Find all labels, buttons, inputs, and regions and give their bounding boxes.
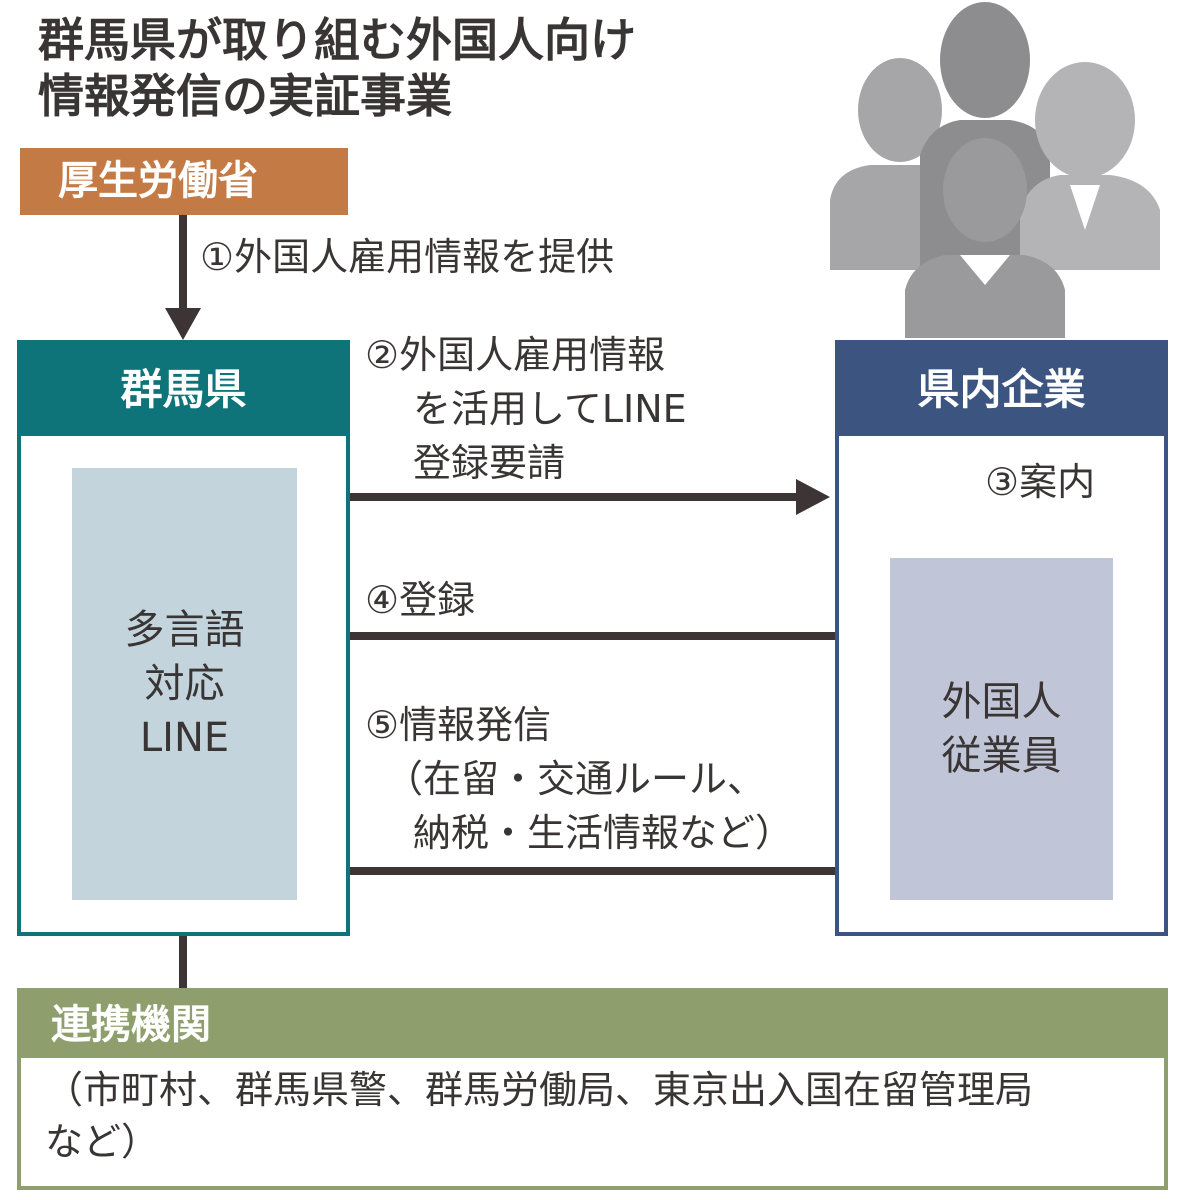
- partners-line: など）: [45, 1120, 160, 1164]
- inner-line: 外国人: [941, 679, 1062, 725]
- multilingual-line-box: 多言語 対応 LINE: [72, 468, 297, 900]
- step3-label: ③案内: [985, 460, 1096, 504]
- label-line: ⑤情報発信: [365, 703, 552, 747]
- step5-label: ⑤情報発信 （在留・交通ルール、 納税・生活情報など）: [365, 698, 793, 860]
- companies-header: 県内企業: [839, 344, 1164, 436]
- title-line-2: 情報発信の実証事業: [38, 69, 452, 123]
- partners-header: 連携機関: [21, 992, 1164, 1058]
- step4-label: ④登録: [365, 578, 476, 622]
- label-line: を活用してLINE: [413, 387, 687, 431]
- label-line: 登録要請: [413, 441, 566, 485]
- inner-line: LINE: [139, 715, 230, 761]
- label-line: ②外国人雇用情報: [365, 333, 666, 377]
- gunma-box: 群馬県 多言語 対応 LINE: [17, 340, 350, 936]
- inner-line: 対応: [144, 661, 225, 707]
- foreign-employees-box: 外国人 従業員: [890, 558, 1113, 900]
- step1-label: ①外国人雇用情報を提供: [200, 235, 615, 279]
- label-line: 納税・生活情報など）: [413, 811, 794, 855]
- label-line: （在留・交通ルール、: [385, 757, 766, 801]
- gunma-header: 群馬県: [21, 344, 346, 436]
- step2-label: ②外国人雇用情報 を活用してLINE 登録要請: [365, 328, 687, 490]
- partners-list: （市町村、群馬県警、群馬労働局、東京出入国在留管理局 など）: [21, 1058, 1164, 1174]
- inner-line: 多言語: [124, 607, 245, 653]
- partners-box: 連携機関 （市町村、群馬県警、群馬労働局、東京出入国在留管理局 など）: [17, 988, 1168, 1190]
- partners-line: （市町村、群馬県警、群馬労働局、東京出入国在留管理局: [45, 1068, 1034, 1112]
- mhlw-box: 厚生労働省: [20, 148, 348, 215]
- inner-line: 従業員: [941, 733, 1062, 779]
- diagram-title: 群馬県が取り組む外国人向け 情報発信の実証事業: [38, 12, 636, 124]
- companies-box: 県内企業 外国人 従業員: [835, 340, 1168, 936]
- title-line-1: 群馬県が取り組む外国人向け: [38, 13, 636, 67]
